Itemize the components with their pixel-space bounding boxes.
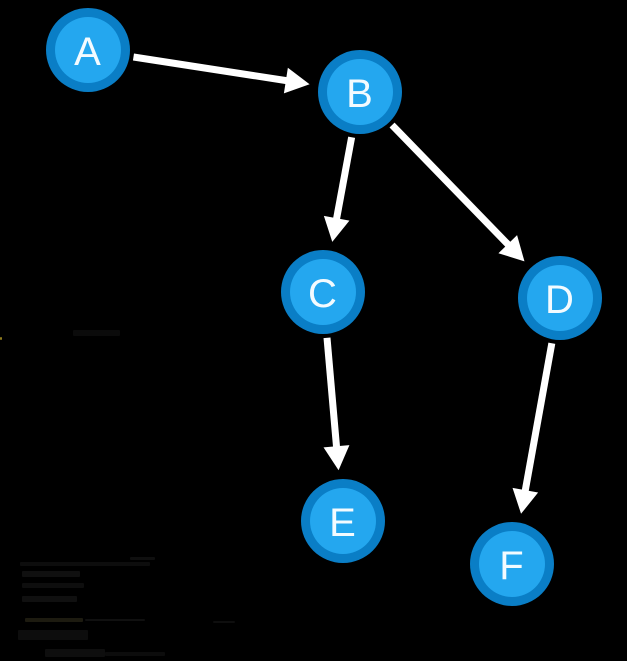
screen-artifact [22, 596, 77, 602]
node-body [327, 59, 393, 125]
screen-artifact [0, 337, 2, 340]
node-body [479, 531, 545, 597]
arrow-line [331, 136, 356, 231]
node-E[interactable]: E [301, 479, 385, 563]
arrowhead-icon [512, 487, 539, 514]
edge-A-B [132, 53, 310, 94]
arrowhead-icon [323, 215, 350, 242]
node-body [290, 259, 356, 325]
screen-artifact [25, 618, 83, 622]
edge-D-F [512, 342, 556, 514]
edges-layer [132, 53, 556, 514]
node-A[interactable]: A [46, 8, 130, 92]
edge-C-E [323, 337, 350, 471]
arrow-line [323, 337, 342, 459]
screen-artifact [22, 583, 84, 588]
screen-artifact [130, 557, 155, 560]
screen-artifact [105, 652, 165, 656]
arrowhead-icon [283, 67, 310, 94]
screen-artifact [45, 649, 105, 657]
screen-artifact [213, 621, 235, 623]
node-B[interactable]: B [318, 50, 402, 134]
screen-artifact [85, 619, 145, 621]
edge-B-D [389, 122, 525, 262]
node-label: D [545, 278, 575, 322]
edge-B-C [323, 136, 356, 242]
nodes-layer: A B C D E F [46, 8, 602, 606]
node-body [55, 17, 121, 83]
node-label: F [499, 544, 524, 588]
screen-artifact [18, 630, 88, 640]
node-label: A [74, 30, 102, 74]
node-C[interactable]: C [281, 250, 365, 334]
screen-artifact [73, 330, 120, 336]
node-label: C [308, 272, 338, 316]
screen-artifact [20, 562, 150, 566]
arrowhead-icon [498, 235, 525, 262]
arrow-line [389, 122, 519, 256]
node-body [310, 488, 376, 554]
arrowhead-icon [323, 445, 350, 471]
node-label: B [346, 72, 374, 116]
node-F[interactable]: F [470, 522, 554, 606]
background-artifacts [0, 330, 235, 657]
arrow-line [132, 53, 299, 86]
node-body [527, 265, 593, 331]
screen-artifact [22, 571, 80, 577]
arrow-line [519, 342, 556, 503]
node-label: E [329, 501, 357, 545]
node-D[interactable]: D [518, 256, 602, 340]
